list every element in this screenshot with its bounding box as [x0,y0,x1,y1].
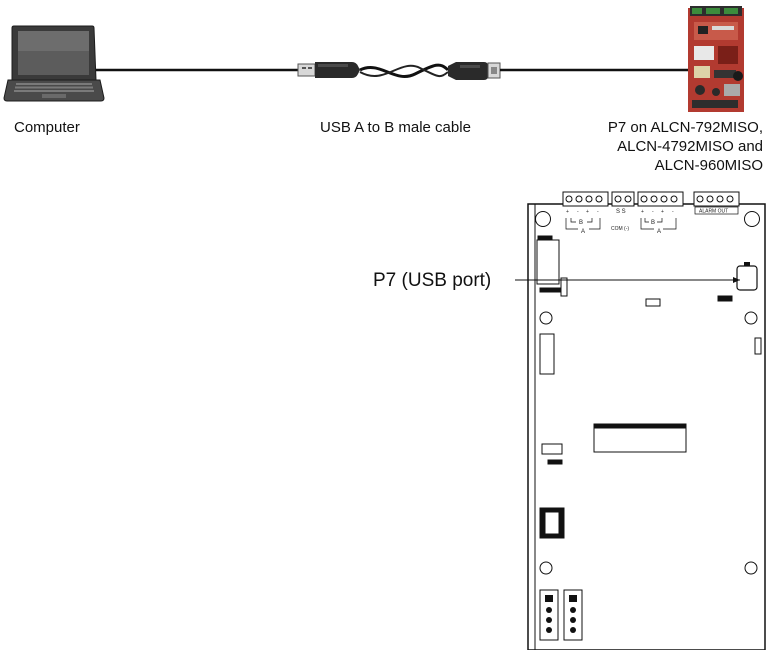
terminal-plus-label: + [566,209,569,215]
terminal-minus-label: - [597,209,599,215]
terminal-a-right-label: A [657,229,661,235]
usb-port-p7 [736,262,758,291]
target-line-2: ALCN-4792MISO and [617,138,763,155]
terminal-b-left-label: B [579,220,583,226]
target-board-label: P7 on ALCN-792MISO, ALCN-4792MISO and AL… [533,118,763,175]
terminal-a-left-label: A [581,229,585,235]
com-label: COM (-) [611,226,629,232]
terminal-block-a-left [562,191,609,207]
cable-wire-middle [359,63,450,78]
terminal-plus-label: + [586,209,589,215]
terminal-plus-label: + [641,209,644,215]
target-line-1: P7 on ALCN-792MISO, [607,119,763,136]
laptop-icon [3,25,105,102]
terminal-minus-label: - [577,209,579,215]
usb-port-label: P7 (USB port) [373,270,492,291]
terminal-block-a-right [637,191,684,207]
terminal-block-alarm-out [693,191,740,207]
board-components [536,235,762,641]
terminal-plus-label: + [661,209,664,215]
alarm-out-label: ALARM OUT [699,209,728,215]
computer-label: Computer [14,119,80,136]
alcn-board-photo-icon [688,6,744,112]
terminal-b-right-label: B [651,220,655,226]
port-pointer-line [515,277,740,283]
terminal-minus-label: - [652,209,654,215]
terminal-block-s [611,191,635,207]
cable-label: USB A to B male cable [320,119,471,136]
terminal-minus-label: - [672,209,674,215]
usb-a-plug-icon [297,62,360,78]
connector-pins [545,595,577,633]
usb-b-plug-icon [448,62,501,80]
terminal-s-label: S S [616,209,626,215]
target-line-3: ALCN-960MISO [654,157,763,174]
